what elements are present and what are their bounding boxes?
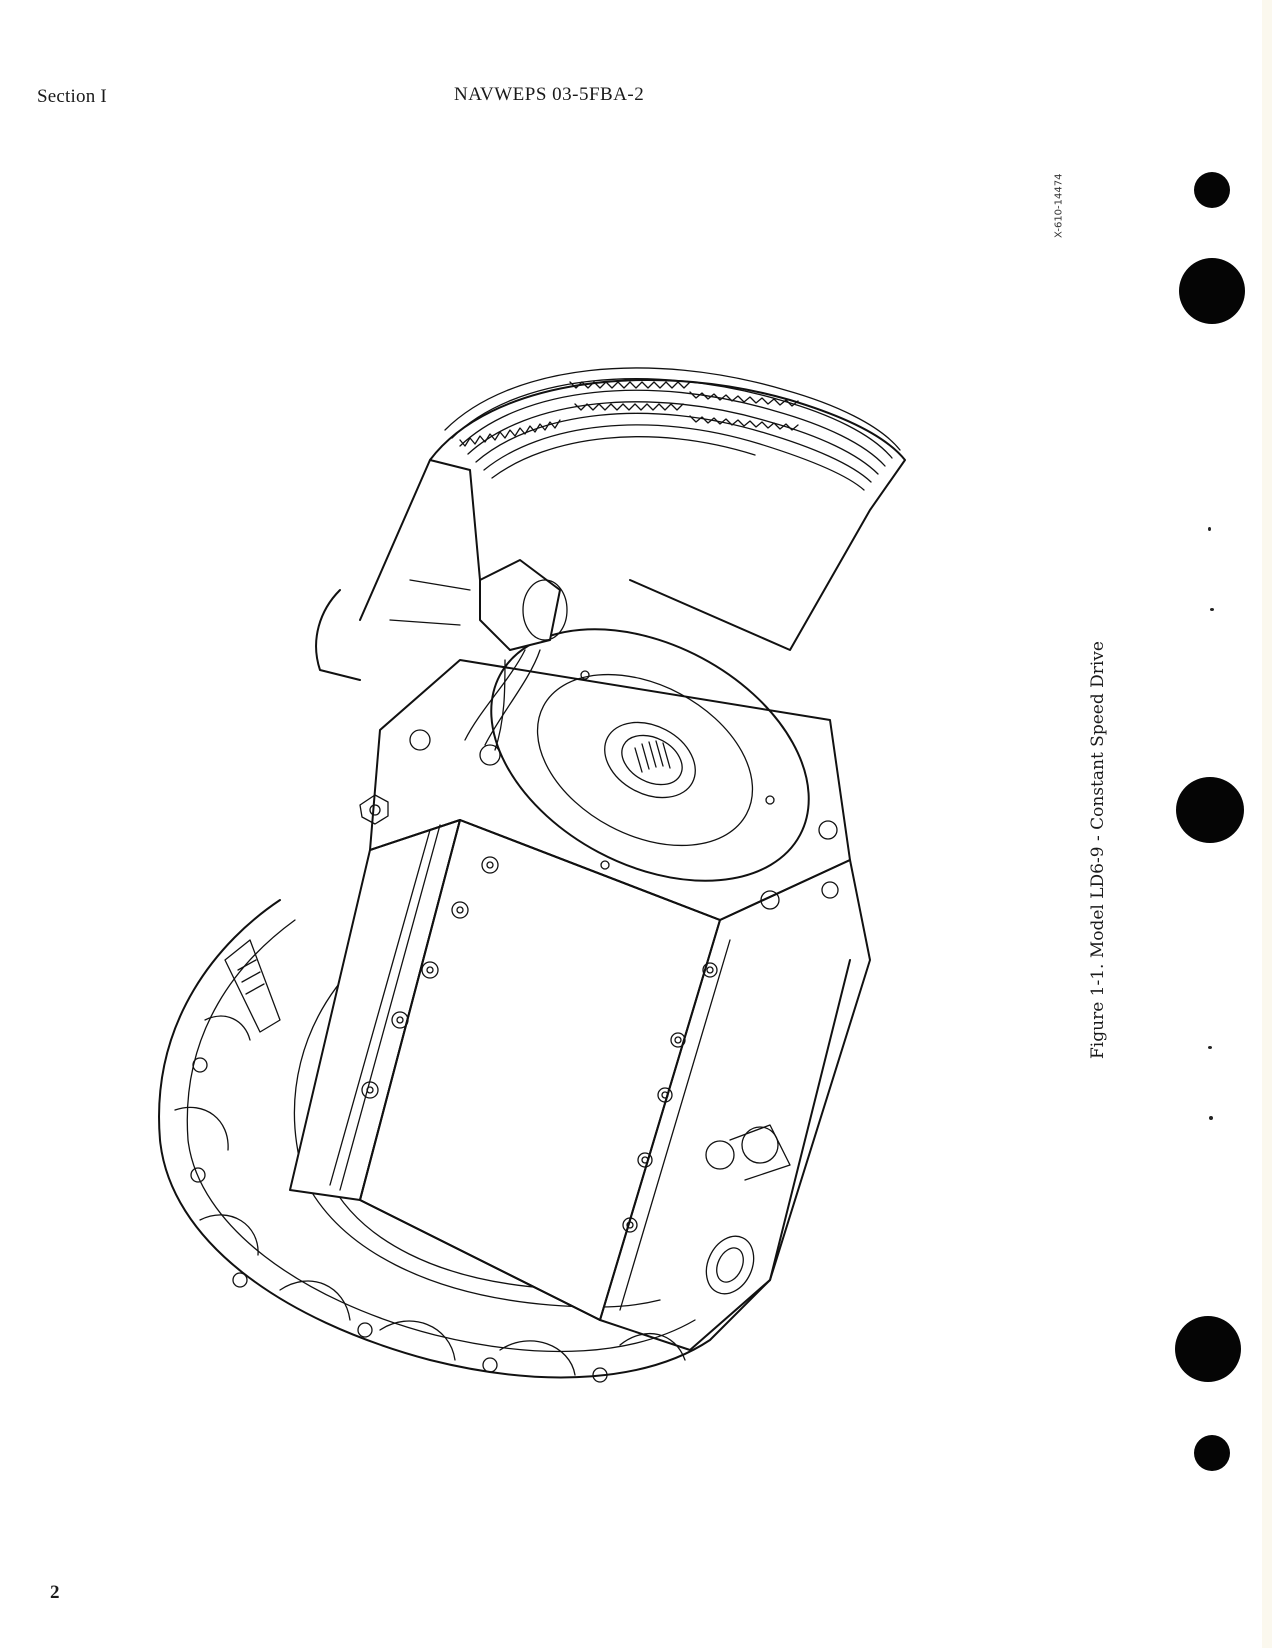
scan-speck [1210, 608, 1214, 611]
binding-hole-icon [1176, 777, 1244, 843]
binding-hole-icon [1179, 258, 1245, 324]
scan-speck [1208, 527, 1211, 531]
page-number: 2 [50, 1582, 60, 1603]
binding-hole-icon [1194, 1435, 1230, 1471]
binding-hole-icon [1175, 1316, 1241, 1382]
section-label: Section I [37, 86, 107, 107]
page-edge [1262, 0, 1272, 1648]
binding-hole-icon [1194, 172, 1230, 208]
scan-speck [1209, 1116, 1213, 1120]
drawing-id: X-610-14474 [1053, 173, 1065, 239]
constant-speed-drive-illustration [130, 320, 970, 1400]
document-number: NAVWEPS 03-5FBA-2 [454, 84, 645, 105]
figure-caption: Figure 1-1. Model LD6-9 - Constant Speed… [1088, 641, 1108, 1059]
scan-speck [1208, 1046, 1212, 1049]
drive-drawing [158, 367, 906, 1383]
